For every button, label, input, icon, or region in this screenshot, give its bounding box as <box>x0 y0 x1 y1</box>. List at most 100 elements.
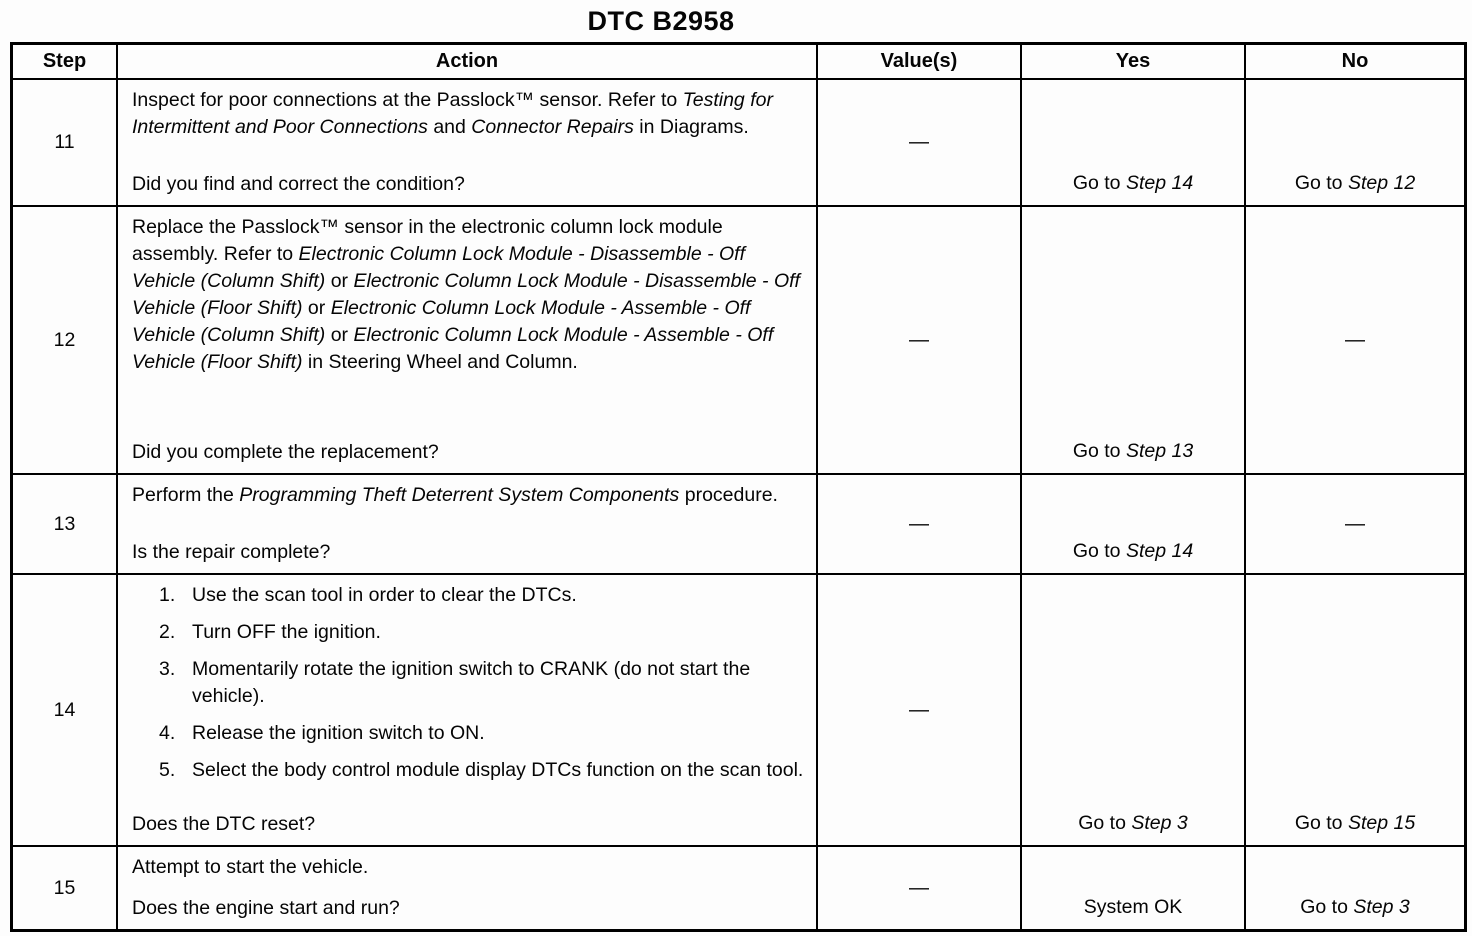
italic-text-segment: Step 14 <box>1125 540 1194 562</box>
text-segment: Is the repair complete? <box>132 541 331 563</box>
yes-cell: System OK <box>1022 847 1246 929</box>
text-segment: Did you find and correct the condition? <box>132 173 465 195</box>
italic-text-segment: Step 3 <box>1353 896 1410 918</box>
list-item-number: 4. <box>159 722 176 744</box>
italic-text-segment: Electronic Column Lock Module - Assemble… <box>132 324 774 373</box>
no-cell: Go to Step 15 <box>1246 575 1464 845</box>
col-header-values: Value(s) <box>818 45 1022 78</box>
text-segment: Go to <box>1078 812 1132 834</box>
action-blocks: Perform the Programming Theft Deterrent … <box>132 482 804 521</box>
no-text: — <box>1345 511 1365 538</box>
text-segment: Go to <box>1072 172 1126 194</box>
action-list-item: 4. Release the ignition switch to ON. <box>159 720 804 747</box>
value-cell: — <box>818 475 1022 573</box>
text-segment: or <box>325 270 354 292</box>
text-segment: Does the engine start and run? <box>132 897 400 919</box>
italic-text-segment: Connector Repairs <box>471 116 634 138</box>
list-item-text: Momentarily rotate the ignition switch t… <box>192 656 804 710</box>
text-segment: Does the DTC reset? <box>132 813 316 835</box>
text-segment: and <box>427 116 472 138</box>
action-question: Did you find and correct the condition? <box>132 171 804 198</box>
text-segment: Go to <box>1294 172 1348 194</box>
action-question: Is the repair complete? <box>132 539 804 566</box>
no-cell: — <box>1246 207 1464 473</box>
action-question: Did you complete the replacement? <box>132 439 804 466</box>
yes-cell: Go to Step 3 <box>1022 575 1246 845</box>
table-row: 14 1. Use the scan tool in order to clear … <box>13 575 1464 847</box>
list-item-text: Select the body control module display D… <box>192 757 804 784</box>
text-segment: Attempt to start the vehicle. <box>132 856 369 878</box>
text-segment: Perform the <box>132 484 240 506</box>
step-number-cell: 13 <box>13 475 118 573</box>
list-item-number: 2. <box>159 621 176 643</box>
italic-text-segment: Electronic Column Lock Module - Assemble… <box>132 297 751 346</box>
text-segment: — <box>1345 328 1365 351</box>
yes-text: Go to Step 14 <box>1073 538 1193 565</box>
italic-text-segment: Step 12 <box>1347 172 1416 194</box>
step-number-cell: 15 <box>13 847 118 929</box>
action-cell: 1. Use the scan tool in order to clear th… <box>118 575 818 845</box>
text-segment: in Steering Wheel and Column. <box>302 351 578 373</box>
italic-text-segment: Step 14 <box>1125 172 1194 194</box>
yes-cell: Go to Step 14 <box>1022 80 1246 205</box>
text-segment: Momentarily rotate the ignition switch t… <box>192 658 751 707</box>
italic-text-segment: Programming Theft Deterrent System Compo… <box>239 484 680 506</box>
action-blocks: Replace the Passlock™ sensor in the elec… <box>132 214 804 388</box>
text-segment: Replace the Passlock™ sensor in the elec… <box>132 216 723 265</box>
step-number-cell: 12 <box>13 207 118 473</box>
action-question: Does the engine start and run? <box>132 895 804 922</box>
col-header-yes: Yes <box>1022 45 1246 78</box>
value-cell: — <box>818 847 1022 929</box>
italic-text-segment: Testing for Intermittent and Poor Connec… <box>132 89 773 138</box>
text-segment: Select the body control module display D… <box>192 759 804 781</box>
italic-text-segment: Electronic Column Lock Module - Disassem… <box>132 243 746 292</box>
action-paragraph: Attempt to start the vehicle. <box>132 854 804 881</box>
list-item-text: Use the scan tool in order to clear the … <box>192 582 804 609</box>
list-item-number: 3. <box>159 658 176 680</box>
action-paragraph: Inspect for poor connections at the Pass… <box>132 87 804 141</box>
text-segment: Use the scan tool in order to clear the … <box>192 584 577 606</box>
list-item-text: Turn OFF the ignition. <box>192 619 804 646</box>
no-text: — <box>1345 327 1365 354</box>
text-segment: Inspect for poor connections at the Pass… <box>132 89 683 111</box>
col-header-step: Step <box>13 45 118 78</box>
table-row: 15 Attempt to start the vehicle. Does the … <box>13 847 1464 929</box>
value-cell: — <box>818 207 1022 473</box>
italic-text-segment: Step 15 <box>1347 812 1416 834</box>
yes-cell: Go to Step 14 <box>1022 475 1246 573</box>
list-item-text: Release the ignition switch to ON. <box>192 720 804 747</box>
no-text: Go to Step 12 <box>1295 170 1415 197</box>
table-rows-container: 11 Inspect for poor connections at the Pa… <box>13 80 1464 929</box>
italic-text-segment: Step 3 <box>1131 812 1188 834</box>
step-number-cell: 14 <box>13 575 118 845</box>
list-item-number: 1. <box>159 584 176 606</box>
yes-text: Go to Step 13 <box>1073 438 1193 465</box>
list-item-number: 5. <box>159 759 176 781</box>
yes-text: Go to Step 14 <box>1073 170 1193 197</box>
action-paragraph: Perform the Programming Theft Deterrent … <box>132 482 804 509</box>
table-row: 11 Inspect for poor connections at the Pa… <box>13 80 1464 207</box>
value-cell: — <box>818 575 1022 845</box>
text-segment: — <box>1345 512 1365 535</box>
text-segment: Go to <box>1300 896 1354 918</box>
italic-text-segment: Electronic Column Lock Module - Disassem… <box>132 270 800 319</box>
yes-cell: Go to Step 13 <box>1022 207 1246 473</box>
text-segment: in Diagrams. <box>633 116 749 138</box>
text-segment: or <box>325 324 354 346</box>
no-text: Go to Step 15 <box>1295 810 1415 837</box>
no-cell: Go to Step 3 <box>1246 847 1464 929</box>
text-segment: Go to <box>1072 440 1126 462</box>
text-segment: Go to <box>1072 540 1126 562</box>
text-segment: Release the ignition switch to ON. <box>192 722 485 744</box>
col-header-no: No <box>1341 50 1369 72</box>
action-list-item: 3. Momentarily rotate the ignition switch… <box>159 656 804 710</box>
action-question: Does the DTC reset? <box>132 811 804 838</box>
action-list-item: 2. Turn OFF the ignition. <box>159 619 804 646</box>
value-cell: — <box>818 80 1022 205</box>
action-cell: Inspect for poor connections at the Pass… <box>118 80 818 205</box>
no-text: Go to Step 3 <box>1300 894 1410 921</box>
yes-text: Go to Step 3 <box>1078 810 1188 837</box>
text-segment: Turn OFF the ignition. <box>192 621 381 643</box>
col-header-action: Action <box>118 45 818 78</box>
step-number-cell: 11 <box>13 80 118 205</box>
